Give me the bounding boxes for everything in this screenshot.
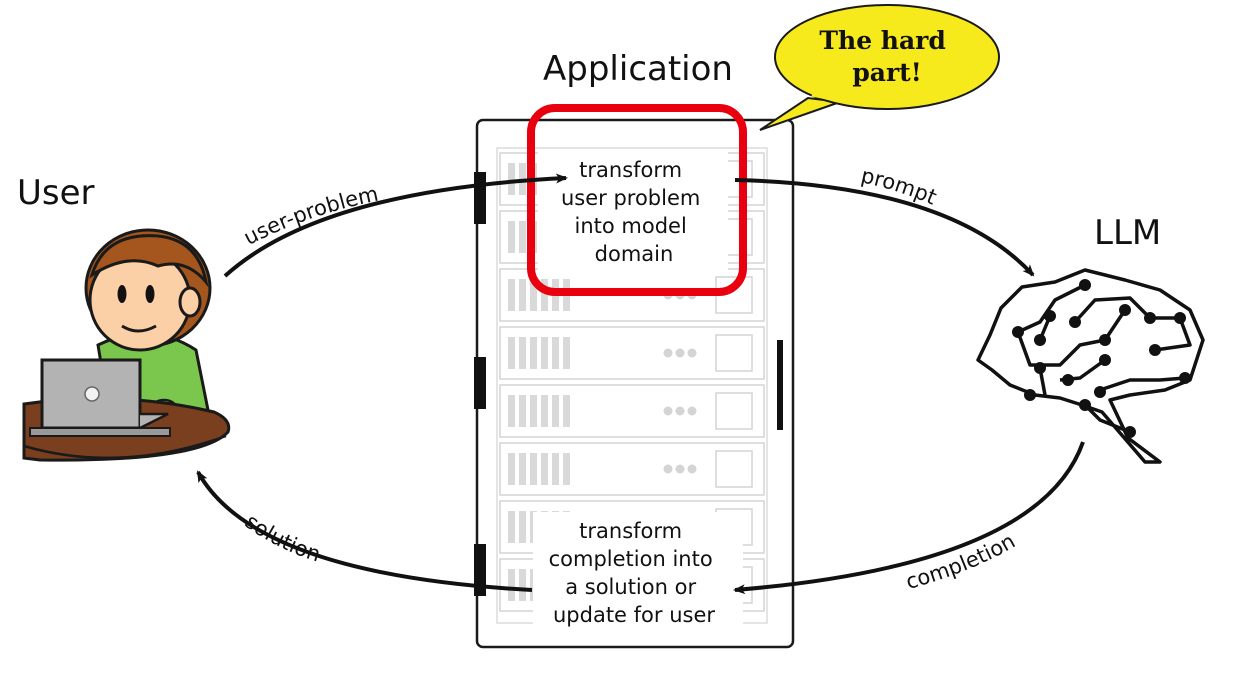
arrow-llm-to-application [733,441,1085,595]
edge-label-user-problem: user-problem [240,182,381,250]
application-title: Application [543,49,733,89]
rack-unit [499,326,765,380]
transform-output-step: transform completion into a solution or … [549,519,720,627]
arrow-user-to-application [223,173,568,278]
rack-hinge-top [474,172,486,224]
transform-input-line: domain [595,242,674,266]
rack-unit [499,442,765,496]
brain-icon [976,268,1205,464]
transform-output-line: completion into [549,547,713,571]
rack-hinge-middle [474,357,486,409]
edge-label-solution: solution [241,509,324,566]
rack-handle [777,340,783,430]
callout-line: The hard [819,26,945,55]
transform-input-step: transform user problem into model domain [561,158,707,266]
rack-hinge-bottom [474,544,486,596]
rack-unit [499,384,765,438]
arrow-application-to-user [196,470,533,592]
transform-output-line: transform [579,519,682,543]
callout-line: part! [852,58,921,87]
transform-input-line: transform [579,158,682,182]
transform-input-line: user problem [561,186,700,210]
svg-text:The hard part!: The hard part! [819,26,954,87]
edge-label-completion: completion [903,529,1019,594]
hard-part-callout: The hard part! [759,4,1000,131]
transform-input-line: into model [575,214,687,238]
user-title: User [17,173,95,213]
user-illustration [22,228,231,462]
transform-output-line: a solution or [565,575,696,599]
arrow-application-to-llm [734,178,1035,277]
hard-part-highlight-box [527,104,747,296]
transform-output-line: update for user [553,603,715,627]
llm-title: LLM [1094,213,1161,253]
